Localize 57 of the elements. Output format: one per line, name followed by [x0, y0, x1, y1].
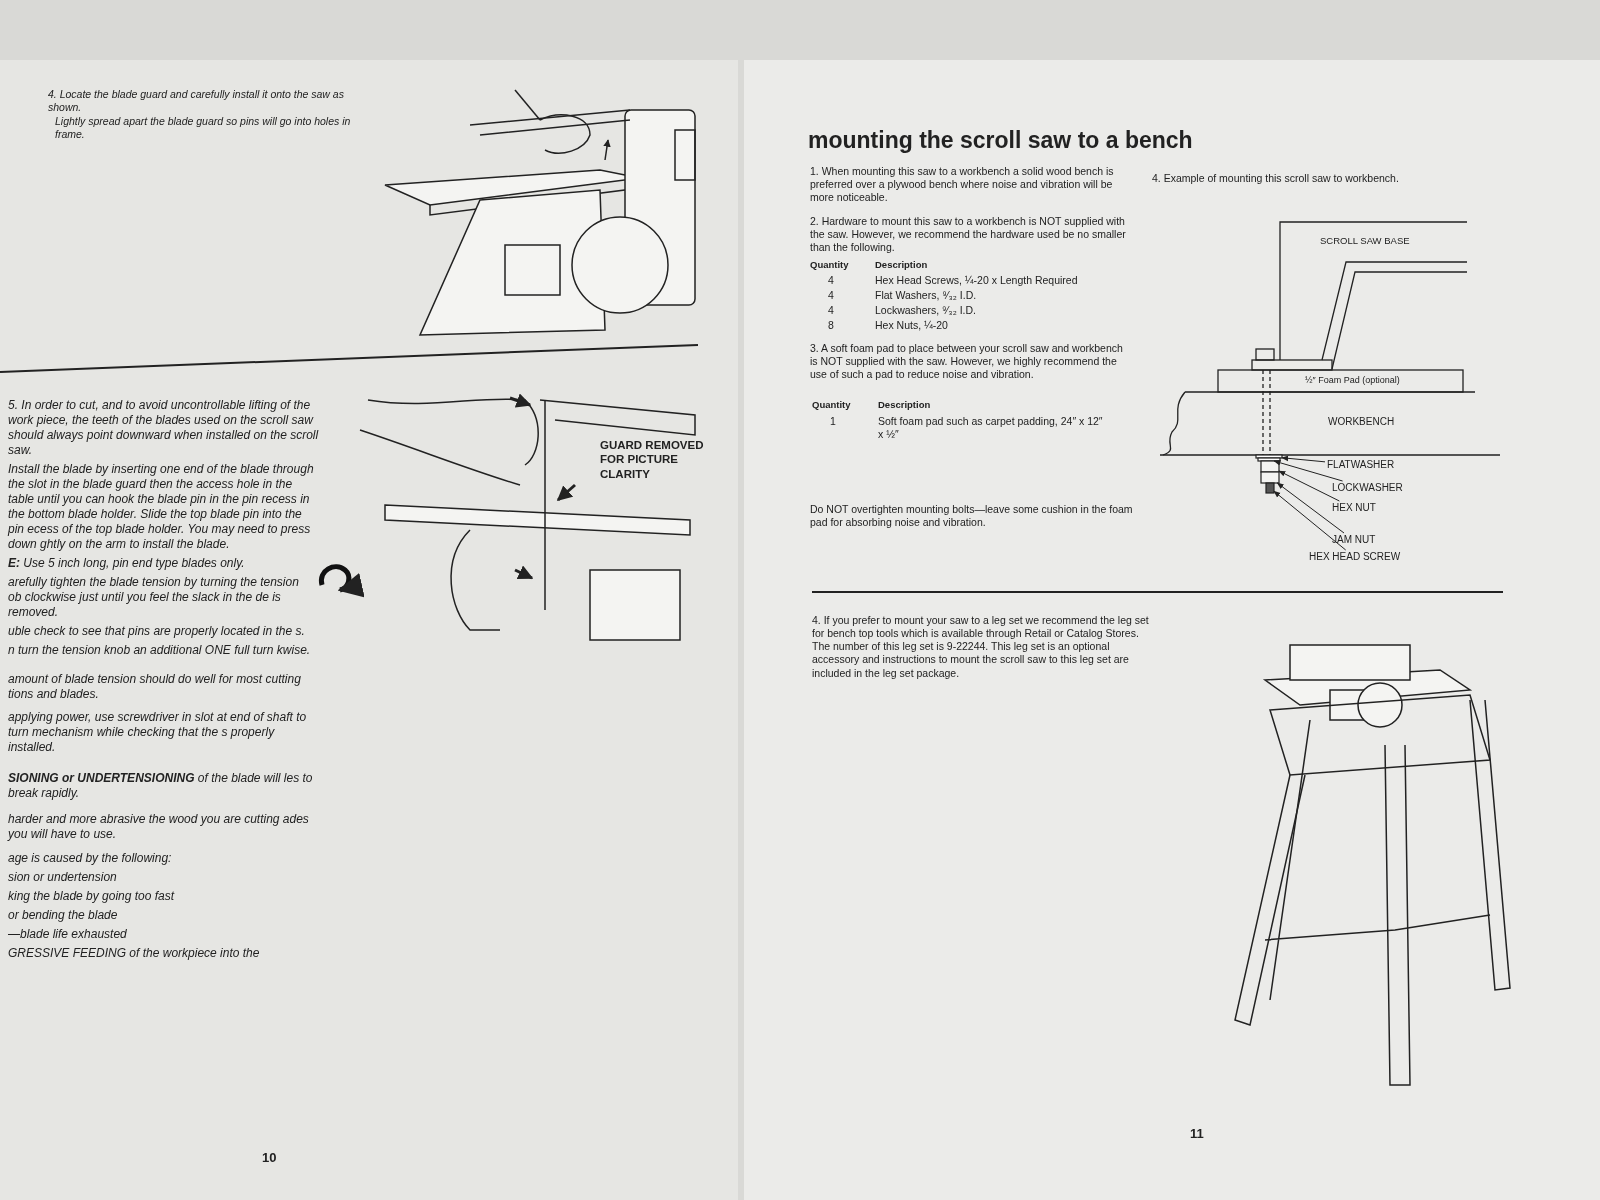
- instruction-text: 4. Example of mounting this scroll saw to workbench.: [1152, 172, 1399, 186]
- screw-end-drawing: [1265, 482, 1275, 494]
- callout-label: JAM NUT: [1330, 533, 1378, 548]
- leader-line: [1273, 460, 1344, 482]
- drawing-caption: GUARD REMOVED FOR PICTURE CLARITY: [600, 438, 705, 482]
- table-cell: Hex Nuts, ¼-20: [875, 319, 948, 333]
- note-text: Do NOT overtighten mounting bolts—leave some cushion in the foam pad for absorbing noise and vibration.: [810, 503, 1134, 530]
- instruction-text: n turn the tension knob an additional ONE full turn kwise.: [8, 643, 312, 658]
- page-heading: mounting the scroll saw to a bench: [808, 126, 1193, 155]
- leader-line: [1273, 490, 1347, 551]
- table-header: Quantity: [810, 259, 849, 271]
- table-cell: 1: [830, 415, 836, 429]
- instruction-text: 5. In order to cut, and to avoid uncontrollable lifting of the work piece, the teeth of the blades used on the scroll saw should always point downward when installed on the scroll saw.: [8, 398, 320, 458]
- table-cell: 4: [828, 289, 834, 303]
- instruction-text: 3. A soft foam pad to place between your scroll saw and workbench is NOT supplied with the saw. However, we highly recommend the use of such a pad to reduce noise and vibration.: [810, 342, 1124, 382]
- instruction-text: age is caused by the following:: [8, 851, 172, 866]
- instruction-text: 1. When mounting this saw to a workbench a solid wood bench is preferred over a plywood bench where noise and vibration will be more noticeable.: [810, 165, 1115, 205]
- table-cell: 4: [828, 274, 834, 288]
- nut-drawing: [1260, 471, 1280, 484]
- instruction-text: 4. If you prefer to mount your saw to a leg set we recommend the leg set for bench top tools which is available through Retail or Catalog Stores. The number of this leg set is 9-22244. This leg set is an optional accessory and instructions to mount the scroll saw to this leg set are included in the leg set package.: [812, 614, 1150, 680]
- instruction-text: applying power, use screwdriver in slot at end of shaft to turn mechanism while checking that the s properly installed.: [8, 710, 308, 755]
- leader-line: [1281, 455, 1326, 463]
- instruction-text: harder and more abrasive the wood you are cutting ades you will have to use.: [8, 812, 310, 842]
- callout-label: HEX HEAD SCREW: [1307, 550, 1403, 565]
- note-text: E: Use 5 inch long, pin end type blades only.: [8, 556, 246, 571]
- callout-label: FLATWASHER: [1325, 458, 1397, 473]
- table-cell: 8: [828, 319, 834, 333]
- page-number: 11: [1190, 1126, 1204, 1143]
- leader-line: [1276, 482, 1345, 534]
- table-cell: 4: [828, 304, 834, 318]
- list-item: king the blade by going too fast: [8, 889, 175, 904]
- table-header: Description: [875, 259, 928, 271]
- callout-label: HEX NUT: [1330, 501, 1378, 516]
- list-item: or bending the blade: [8, 908, 118, 923]
- table-cell: Soft foam pad such as carpet padding, 24″ x 12″ x ½″: [878, 415, 1103, 442]
- page-number: 10: [262, 1150, 277, 1167]
- list-item: sion or undertension: [8, 870, 117, 885]
- instruction-text: 2. Hardware to mount this saw to a workbench is NOT supplied with the saw. However, we recommend the hardware used be no smaller than the following.: [810, 215, 1127, 255]
- table-cell: Flat Washers, ⁹⁄₃₂ I.D.: [875, 289, 977, 303]
- part-label: SCROLL SAW BASE: [1320, 235, 1410, 247]
- instruction-text: arefully tighten the blade tension by turning the tension ob clockwise just until you feel the slack in the de is removed.: [8, 575, 300, 620]
- instruction-text: 4. Locate the blade guard and carefully install it onto the saw as shown.: [48, 88, 345, 115]
- table-cell: Lockwashers, ⁹⁄₃₂ I.D.: [875, 304, 976, 318]
- callout-label: LOCKWASHER: [1330, 481, 1405, 496]
- list-item: —blade life exhausted: [8, 927, 127, 942]
- table-header: Quantity: [812, 399, 851, 411]
- instruction-text: Install the blade by inserting one end of the blade through the slot in the blade guard then the access hole in the table until you can hook the blade pin in the pin recess in the bottom blade holder. Slide the top blade pin into the pin ecess of the top blade holder. You may need to press down ghtly on the arm to install the blade.: [8, 462, 315, 552]
- instruction-text: amount of blade tension should do well for most cutting tions and blades.: [8, 672, 302, 702]
- instruction-text: uble check to see that pins are properly located in the s.: [8, 624, 306, 639]
- part-label: ½″ Foam Pad (optional): [1305, 375, 1400, 387]
- list-item: GRESSIVE FEEDING of the workpiece into the: [8, 946, 260, 961]
- part-label: WORKBENCH: [1328, 416, 1395, 429]
- warning-text: SIONING or UNDERTENSIONING of the blade will les to break rapidly.: [8, 771, 314, 801]
- table-cell: Hex Head Screws, ¼-20 x Length Required: [875, 274, 1078, 288]
- instruction-text: Lightly spread apart the blade guard so pins will go into holes in frame.: [55, 115, 352, 142]
- table-header: Description: [878, 399, 931, 411]
- leader-line: [1278, 470, 1340, 502]
